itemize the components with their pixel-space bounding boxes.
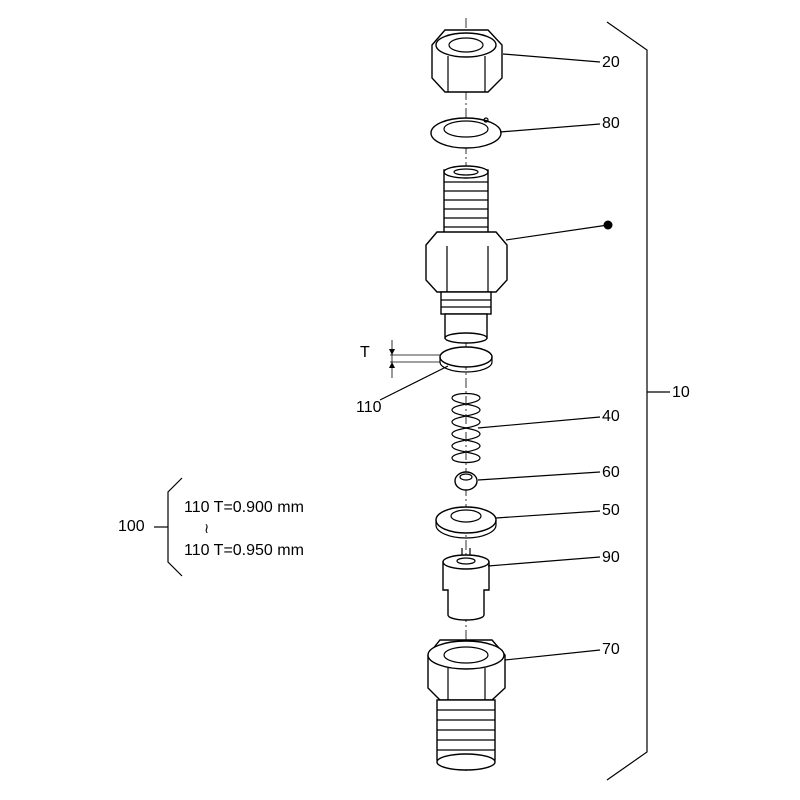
bracket-10 <box>606 21 648 781</box>
callout-60: 60 <box>602 464 620 481</box>
shim-variant-row-1: 110 T=0.900 mm <box>184 499 304 516</box>
bracket-100 <box>167 477 183 577</box>
thickness-dimension <box>389 340 440 378</box>
callout-70: 70 <box>602 641 620 658</box>
part-50-seat-ring <box>435 506 497 539</box>
part-70-lower-fitting <box>427 639 506 771</box>
callout-90: 90 <box>602 549 620 566</box>
shim-variant-row-2: 110 T=0.950 mm <box>184 542 304 559</box>
part-20-hex-nut <box>431 29 503 93</box>
range-tilde: ≀ <box>204 520 210 536</box>
part-110-shim <box>439 346 493 373</box>
leader-lines <box>154 53 670 661</box>
part-40-spring <box>451 392 481 464</box>
part-90-delivery-valve <box>442 548 490 621</box>
callout-10: 10 <box>672 384 690 401</box>
part-10-holder-body <box>425 165 508 344</box>
callout-100: 100 <box>118 518 145 535</box>
part-60-valve-piece <box>454 471 478 491</box>
callout-20: 20 <box>602 54 620 71</box>
part-80-washer <box>430 117 502 149</box>
callout-50: 50 <box>602 502 620 519</box>
callout-40: 40 <box>602 408 620 425</box>
reference-dot <box>603 220 613 230</box>
callout-110: 110 <box>356 399 382 416</box>
callout-80: 80 <box>602 115 620 132</box>
dimension-t-label: T <box>360 344 370 361</box>
